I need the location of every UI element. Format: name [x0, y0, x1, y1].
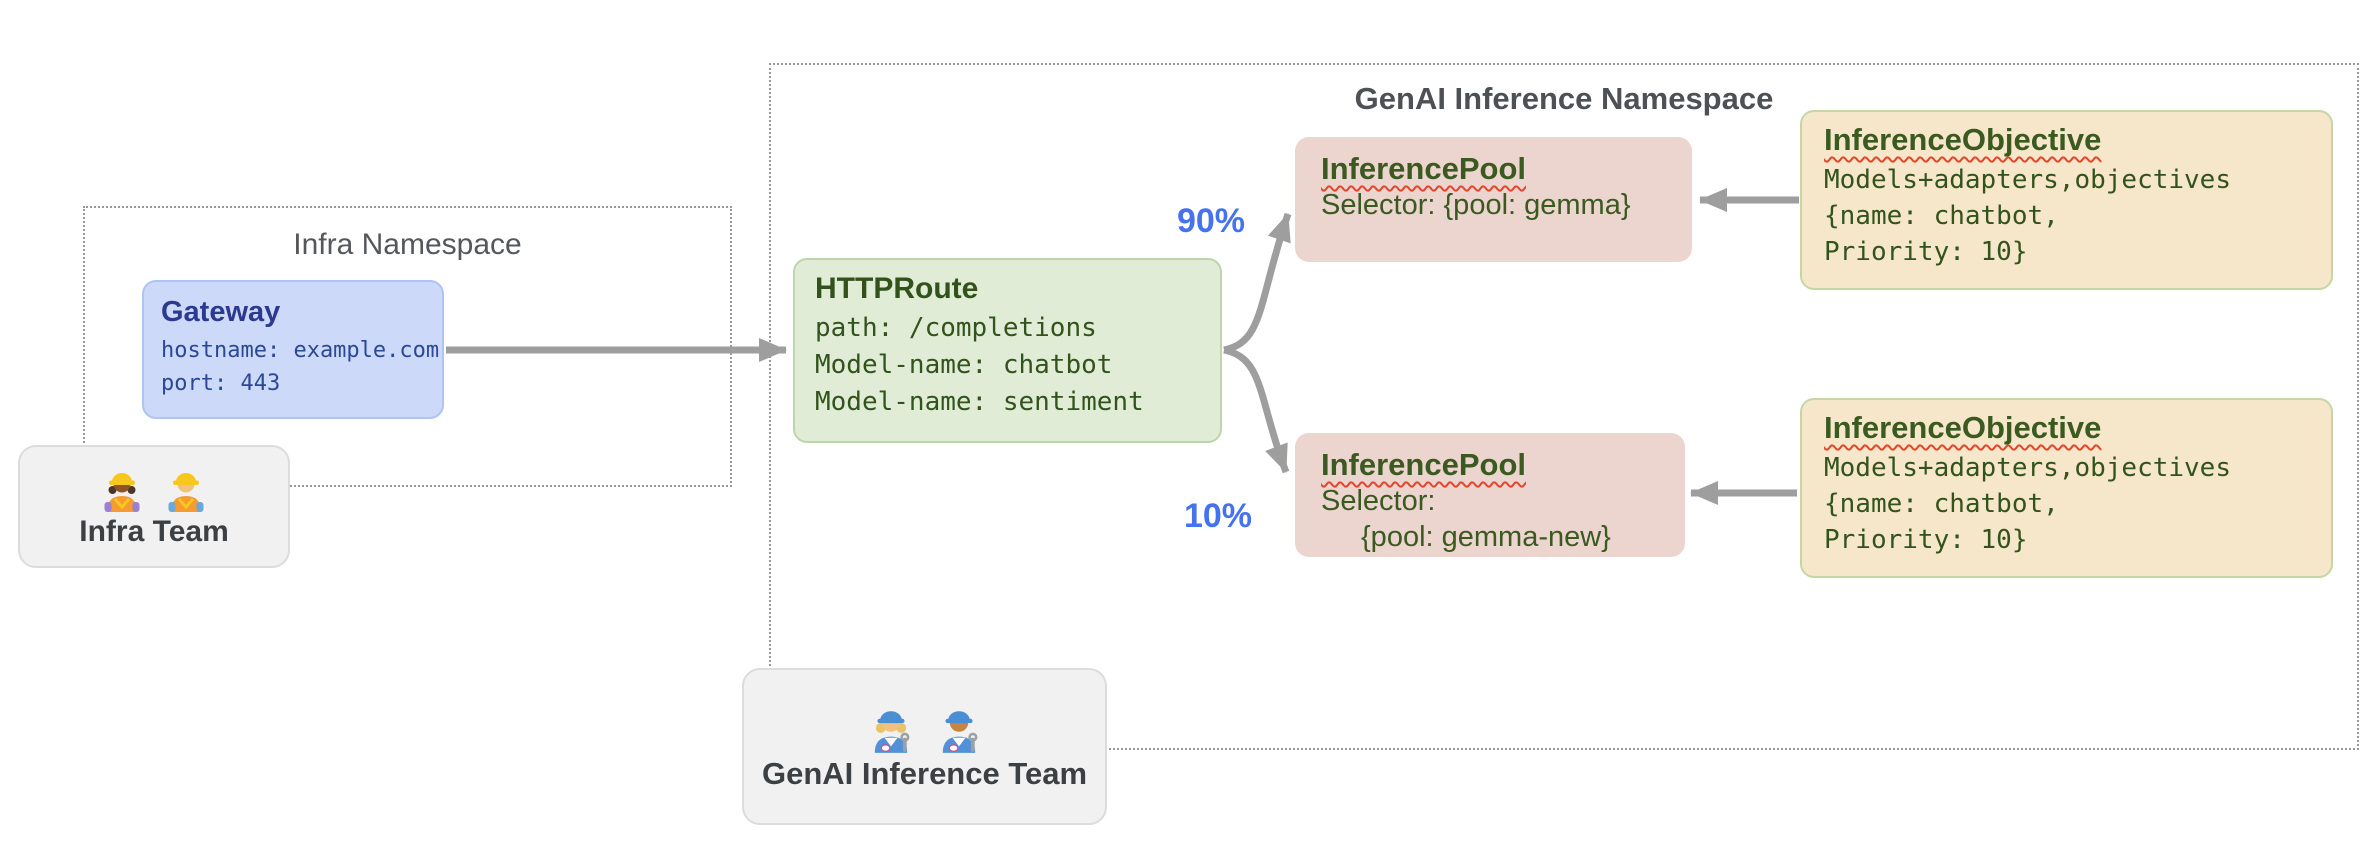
genai-inference-namespace-box: GenAI Inference Namespace [769, 63, 2359, 750]
inference-objective-bottom-name: {name: chatbot, [1824, 489, 2059, 519]
gateway-title: Gateway [161, 296, 281, 328]
man-construction-worker-icon [168, 472, 204, 512]
genai-inference-team-chip: GenAI Inference Team [742, 668, 1107, 825]
genai-inference-namespace-title: GenAI Inference Namespace [1354, 81, 1774, 116]
traffic-percent-90-label: 90% [1176, 202, 1245, 240]
inference-objective-card-top: InferenceObjective Models+adapters,objec… [1800, 110, 2333, 290]
infra-team-label: Infra Team [79, 514, 229, 548]
inference-pool-gemma-new-title: InferencePool [1321, 447, 1526, 482]
infra-namespace-box: Infra Namespace [83, 206, 732, 487]
genai-team-icons [865, 702, 985, 754]
infra-team-icons [98, 465, 210, 513]
gateway-hostname: hostname: example.com [161, 338, 440, 363]
inference-objective-top-title: InferenceObjective [1824, 122, 2102, 157]
inference-pool-gemma-new-selector: Selector: [1321, 485, 1436, 517]
inference-pool-gemma-new-card: InferencePool Selector: {pool: gemma-new… [1295, 433, 1685, 557]
traffic-percent-10-label: 10% [1183, 497, 1253, 535]
httproute-path: path: /completions [815, 313, 1097, 343]
inference-pool-gemma-card: InferencePool Selector: {pool: gemma} [1295, 137, 1692, 262]
woman-construction-worker-icon [104, 472, 140, 512]
inference-objective-top-name: {name: chatbot, [1824, 201, 2059, 231]
inference-objective-top-models: Models+adapters,objectives [1824, 165, 2231, 195]
inference-objective-bottom-priority: Priority: 10} [1824, 525, 2028, 555]
infra-team-chip: Infra Team [18, 445, 290, 568]
gateway-card: Gateway hostname: example.com port: 443 [142, 280, 444, 419]
inference-pool-gemma-new-selector-value: {pool: gemma-new} [1361, 521, 1611, 553]
httproute-model-chatbot: Model-name: chatbot [815, 350, 1113, 380]
inference-objective-card-bottom: InferenceObjective Models+adapters,objec… [1800, 398, 2333, 578]
httproute-card: HTTPRoute path: /completions Model-name:… [793, 258, 1222, 443]
httproute-model-sentiment: Model-name: sentiment [815, 387, 1144, 417]
httproute-title: HTTPRoute [815, 272, 979, 305]
inference-objective-bottom-models: Models+adapters,objectives [1824, 453, 2231, 483]
gateway-port: port: 443 [161, 371, 281, 396]
man-mechanic-icon [942, 710, 977, 753]
woman-mechanic-icon [874, 710, 909, 753]
infra-namespace-title: Infra Namespace [293, 228, 522, 261]
genai-team-label: GenAI Inference Team [761, 755, 1088, 791]
inference-objective-bottom-title: InferenceObjective [1824, 410, 2102, 445]
inference-pool-gemma-selector: Selector: {pool: gemma} [1321, 189, 1631, 221]
inference-pool-gemma-title: InferencePool [1321, 151, 1526, 186]
inference-objective-top-priority: Priority: 10} [1824, 237, 2028, 267]
